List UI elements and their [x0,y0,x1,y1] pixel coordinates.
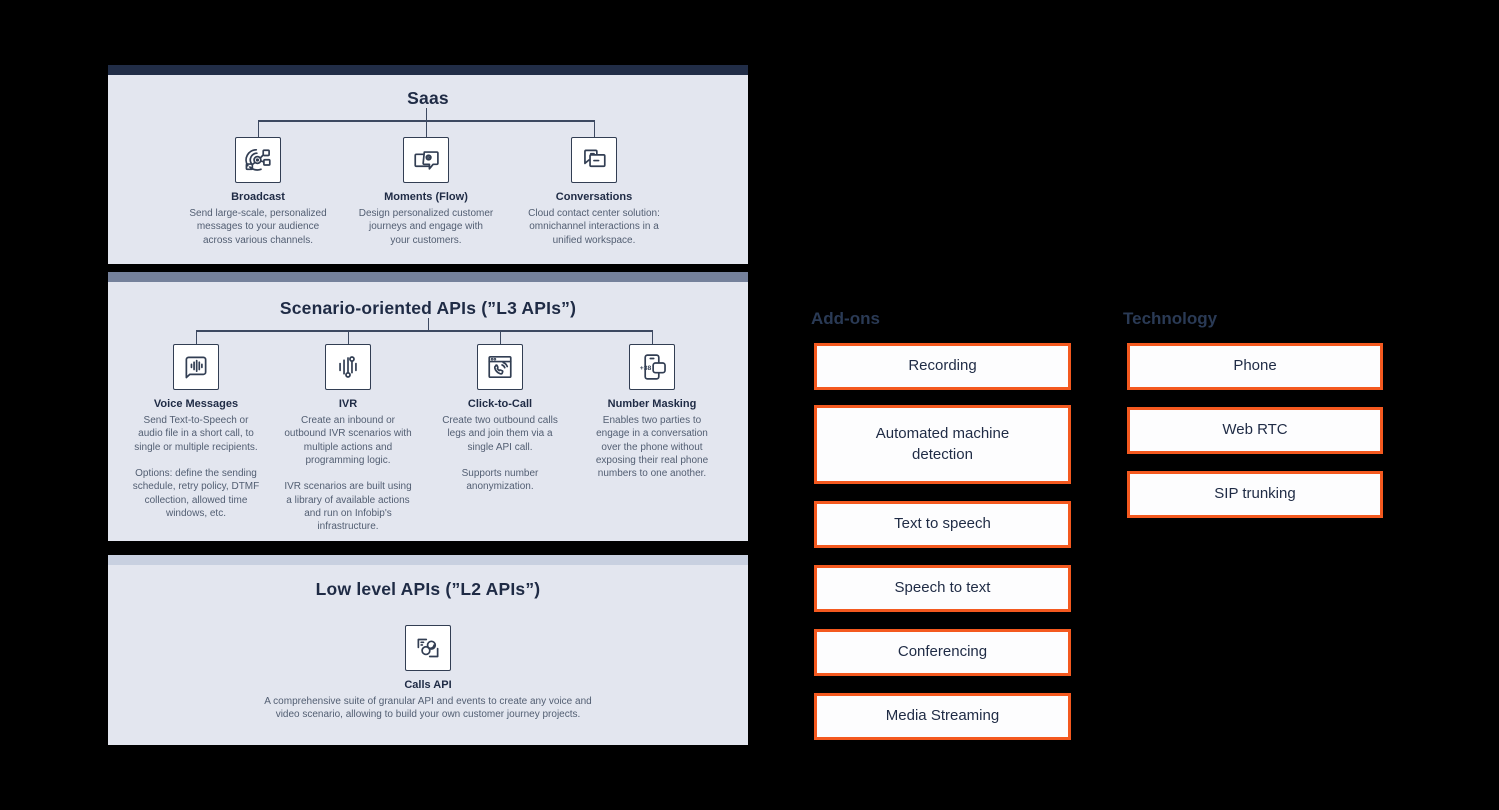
number-masking-icon: +38 [629,344,675,390]
connector-line [651,330,653,344]
item-name: Conversations [555,191,633,203]
item-name: Calls API [404,679,452,691]
connector-line [347,330,349,344]
connector-line [195,330,653,332]
item-description: Send large-scale, personalized messages … [189,208,327,246]
item-description: Design personalized customer journeys an… [358,208,494,246]
addon-box-conferencing: Conferencing [814,629,1071,676]
conversations-icon [571,137,617,183]
connector-line [593,120,595,137]
technology-heading: Technology [1123,309,1218,328]
voice-messages-icon [173,344,219,390]
addons-heading: Add-ons [811,309,880,328]
click-to-call-icon [477,344,523,390]
item-name: Click-to-Call [467,398,533,410]
panel-l3-apis: Scenario-oriented APIs (”L3 APIs”) Voice… [108,272,748,541]
item-description: Send Text-to-Speech or audio file in a s… [132,415,260,520]
broadcast-icon [235,137,281,183]
panel-l3-title: Scenario-oriented APIs (”L3 APIs”) [279,298,577,318]
svg-text:+38: +38 [640,365,652,372]
connector-line [257,120,259,137]
connector-line [425,120,427,137]
item-name: Moments (Flow) [384,191,468,203]
connector-line [425,108,427,120]
item-name: Broadcast [231,191,285,203]
addon-box-recording: Recording [814,343,1071,390]
diagram-node-ivr: IVR Create an inbound or outbound IVR sc… [270,344,426,534]
ivr-icon [325,344,371,390]
addon-box-speech-to-text: Speech to text [814,565,1071,612]
diagram-node-conversations: Conversations Cloud contact center solut… [504,137,684,247]
technology-box-phone: Phone [1127,343,1383,390]
diagram-node-calls-api: Calls API A comprehensive suite of granu… [128,625,728,722]
item-description: Create two outbound calls legs and join … [442,415,558,493]
item-description: Create an inbound or outbound IVR scenar… [284,415,412,533]
technology-box-sip-trunking: SIP trunking [1127,471,1383,518]
panel-saas: Saas Broadcast Send large-scale, persona… [108,65,748,264]
panel-l2-top-bar [108,555,748,565]
item-name: Number Masking [607,398,697,410]
panel-l2-title: Low level APIs (”L2 APIs”) [315,579,541,599]
item-name: IVR [338,398,358,410]
panel-saas-top-bar [108,65,748,75]
panel-l3-top-bar [108,272,748,282]
panel-saas-title: Saas [407,88,449,108]
item-name: Voice Messages [153,398,239,410]
technology-box-web-rtc: Web RTC [1127,407,1383,454]
connector-line [427,318,429,330]
item-description: Enables two parties to engage in a conve… [595,415,709,480]
diagram-node-moments-flow: Moments (Flow) Design personalized custo… [336,137,516,247]
item-description: A comprehensive suite of granular API an… [264,696,592,721]
connector-line [195,330,197,344]
connector-line [499,330,501,344]
item-description: Cloud contact center solution: omnichann… [528,208,660,246]
diagram-node-click-to-call: Click-to-Call Create two outbound calls … [422,344,578,494]
panel-l2-apis: Low level APIs (”L2 APIs”) Calls API A c… [108,555,748,745]
calls-api-icon [405,625,451,671]
diagram-node-voice-messages: Voice Messages Send Text-to-Speech or au… [118,344,274,520]
moments-flow-icon [403,137,449,183]
addon-box-text-to-speech: Text to speech [814,501,1071,548]
addon-box-automated-machine-detection: Automated machine detection [814,405,1071,484]
diagram-node-number-masking: +38 Number Masking Enables two parties t… [574,344,730,480]
addon-box-media-streaming: Media Streaming [814,693,1071,740]
diagram-node-broadcast: Broadcast Send large-scale, personalized… [168,137,348,247]
